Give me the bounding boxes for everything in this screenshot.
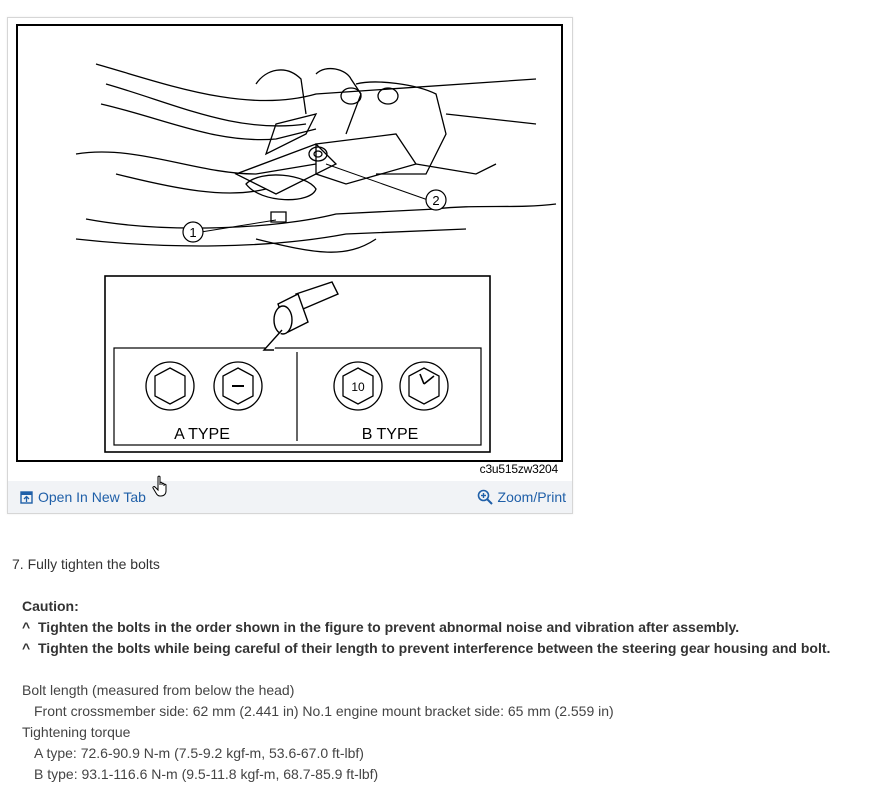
figure-toolbar: Open In New Tab Zoom/Print: [8, 481, 572, 513]
zoom-print-link[interactable]: Zoom/Print: [477, 489, 566, 505]
bolt-marking: 10: [351, 380, 365, 394]
zoom-in-icon: [477, 489, 493, 505]
callout-2: 2: [432, 193, 439, 208]
callout-1: 1: [189, 225, 196, 240]
figure-card: 1 2 10 A TYPE B TY: [7, 17, 573, 514]
caution-title: Caution:: [22, 598, 79, 614]
figure-id: c3u515zw3204: [479, 462, 559, 476]
caution-item: ^ Tighten the bolts in the order shown in…: [22, 619, 739, 635]
zoom-print-label: Zoom/Print: [497, 489, 566, 505]
hand-cursor-icon: [152, 475, 167, 497]
a-type-label: A TYPE: [174, 426, 230, 443]
bolt-length-value: Front crossmember side: 62 mm (2.441 in)…: [34, 703, 614, 719]
open-in-new-tab-label: Open In New Tab: [38, 489, 146, 505]
torque-b-type: B type: 93.1-116.6 N-m (9.5-11.8 kgf-m, …: [34, 766, 379, 782]
open-in-new-tab-icon: [20, 490, 33, 504]
step-heading: 7. Fully tighten the bolts: [12, 556, 160, 572]
caution-bullet: ^: [22, 640, 31, 656]
open-in-new-tab-link[interactable]: Open In New Tab: [20, 489, 146, 505]
bolt-installation-diagram: 1 2 10 A TYPE B TY: [16, 24, 563, 479]
torque-a-type: A type: 72.6-90.9 N-m (7.5-9.2 kgf-m, 53…: [34, 745, 364, 761]
caution-text: Tighten the bolts in the order shown in …: [38, 619, 740, 635]
torque-heading: Tightening torque: [22, 724, 131, 740]
caution-bullet: ^: [22, 619, 31, 635]
bolt-length-heading: Bolt length (measured from below the hea…: [22, 682, 295, 698]
b-type-label: B TYPE: [362, 426, 419, 443]
caution-item: ^ Tighten the bolts while being careful o…: [22, 640, 830, 656]
caution-text: Tighten the bolts while being careful of…: [38, 640, 831, 656]
